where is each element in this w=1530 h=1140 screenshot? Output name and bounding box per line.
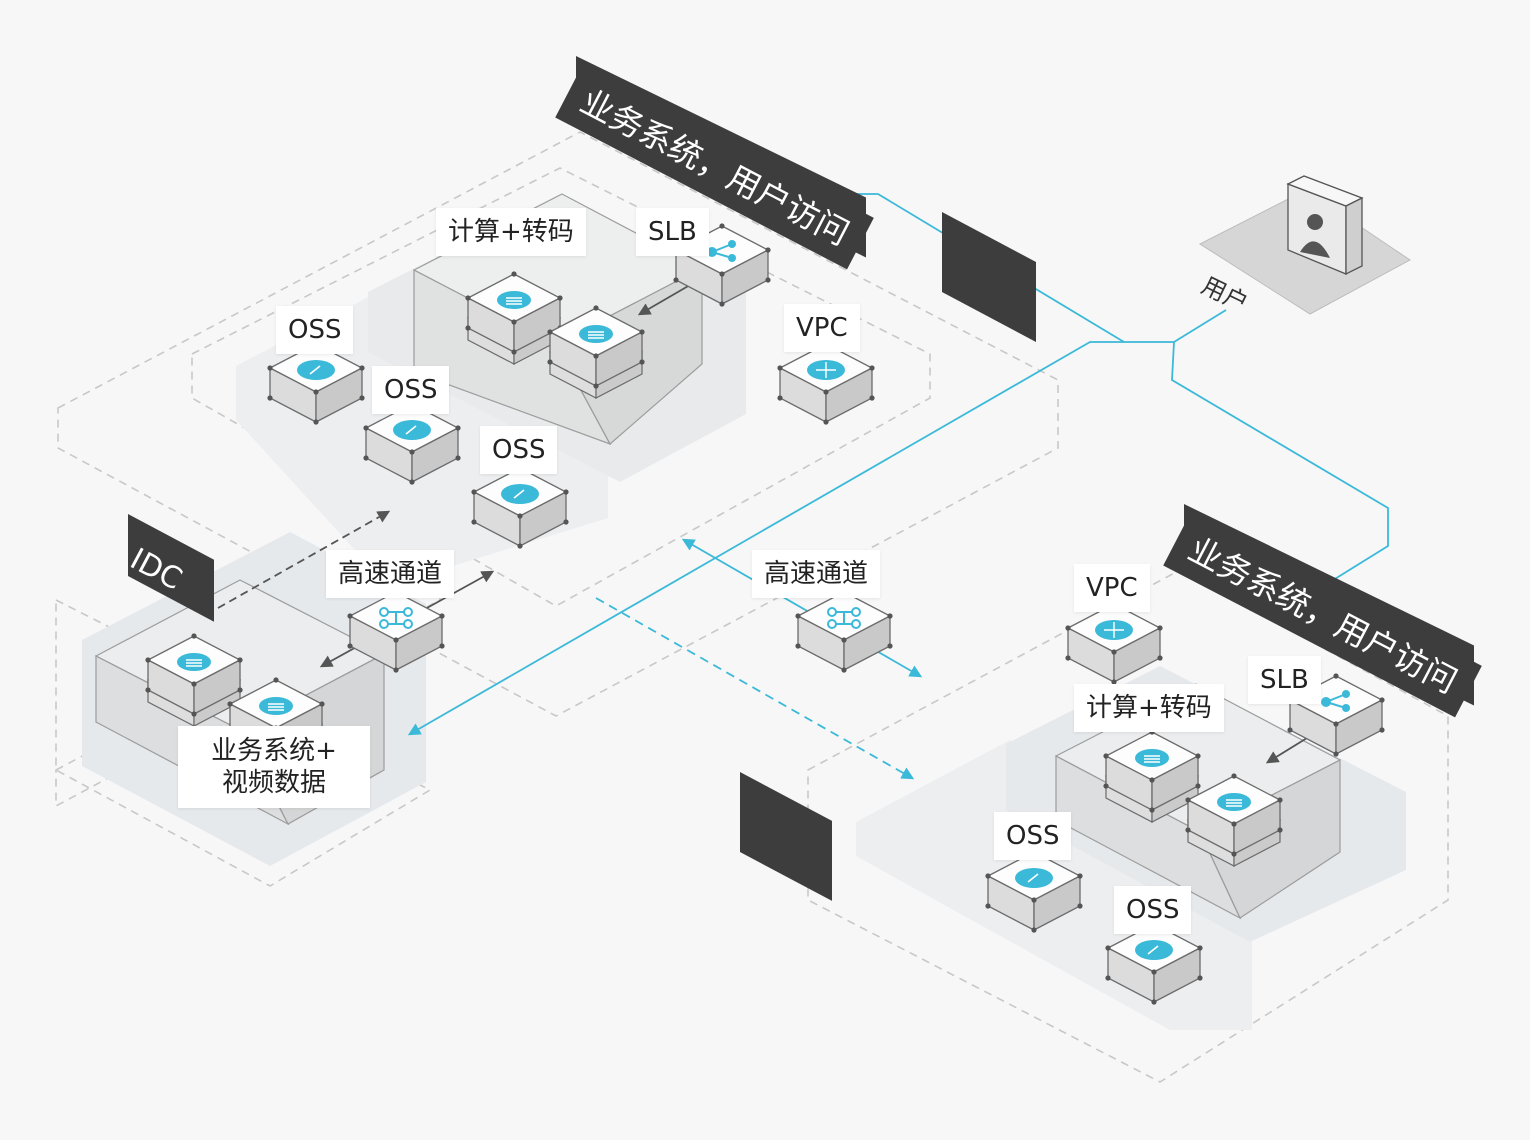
top-oss-label-1: OSS xyxy=(276,306,354,354)
express-mid-arrow xyxy=(681,538,923,678)
dashed-migration-arrow xyxy=(595,597,915,780)
top-oss-label-3: OSS xyxy=(480,426,558,474)
top-inner-outline xyxy=(191,167,931,607)
user-icon xyxy=(1300,214,1330,258)
ecs-icon xyxy=(579,325,613,343)
top-region-outline xyxy=(57,131,1059,717)
top-compute-stack-1 xyxy=(464,270,564,365)
bottom-slb-label: SLB xyxy=(1248,656,1321,704)
bottom-compute-label: 计算+转码 xyxy=(1074,684,1224,732)
top-vpc-cube xyxy=(776,340,876,426)
top-oss-cube-1 xyxy=(266,340,366,426)
idc-stack-1 xyxy=(144,632,244,727)
bottom-oss-label-1: OSS xyxy=(994,812,1072,860)
top-oss-cube-2 xyxy=(362,400,462,486)
express-connect-mid-label: 高速通道 xyxy=(752,550,881,598)
top-oss-label-2: OSS xyxy=(372,366,450,414)
top-compute-label: 计算+转码 xyxy=(436,208,586,256)
express-connect-left-label: 高速通道 xyxy=(326,550,455,598)
bottom-compute-stack-2 xyxy=(1184,772,1284,867)
bottom-oss-cube-1 xyxy=(984,848,1084,934)
idc-label-line1: 业务系统+ xyxy=(211,736,337,766)
top-slb-cube xyxy=(672,222,772,308)
bottom-oss-cube-2 xyxy=(1104,920,1204,1006)
express-connect-left-cube xyxy=(346,588,446,674)
idc-to-oss-dashed-arrow xyxy=(217,510,391,609)
slb-icon xyxy=(1321,690,1350,712)
idc-stack-2 xyxy=(226,676,326,771)
bottom-vpc-label: VPC xyxy=(1074,564,1150,612)
idc-outer-outline xyxy=(55,598,432,887)
bottom-compute-stack-1 xyxy=(1102,728,1202,823)
bottom-vpc-cube xyxy=(1064,600,1164,686)
ecs-icon xyxy=(497,291,531,309)
express-connect-mid-cube xyxy=(794,588,894,674)
top-vpc-label: VPC xyxy=(784,304,860,352)
bottom-oss-label-2: OSS xyxy=(1114,886,1192,934)
idc-label: 业务系统+ 视频数据 xyxy=(178,726,370,808)
express-connect-icon xyxy=(827,607,861,629)
top-compute-stack-2 xyxy=(546,304,646,399)
top-oss-cube-3 xyxy=(470,464,570,550)
slb-icon xyxy=(707,240,736,262)
ecs-icon xyxy=(1135,749,1169,767)
user-device xyxy=(1198,175,1411,315)
ecs-icon xyxy=(177,653,211,671)
bottom-slb-cube xyxy=(1286,672,1386,758)
ecs-icon xyxy=(1217,793,1251,811)
ecs-icon xyxy=(259,697,293,715)
top-slb-label: SLB xyxy=(636,208,709,256)
express-connect-icon xyxy=(379,607,413,629)
idc-label-line2: 视频数据 xyxy=(221,768,326,798)
